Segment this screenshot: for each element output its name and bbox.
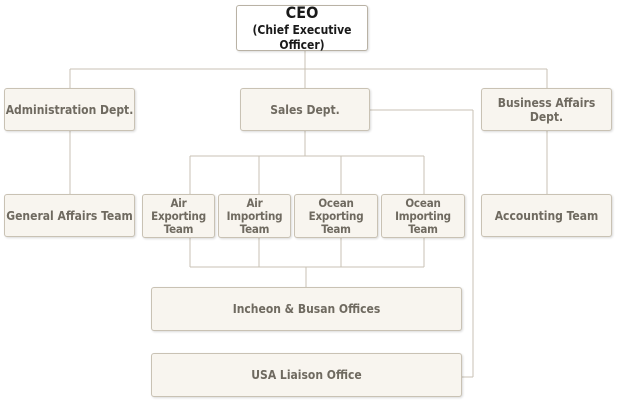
ocean-exporting-team-line2: Team bbox=[321, 221, 351, 236]
ocean-exporting-team-line1: Ocean Exporting bbox=[308, 195, 364, 223]
air-exporting-team-line2: Team bbox=[163, 221, 194, 236]
usa-liaison-office-box: USA Liaison Office bbox=[151, 353, 462, 397]
air-importing-team-box: Air Importing Team bbox=[218, 194, 291, 238]
accounting-team-box: Accounting Team bbox=[481, 194, 612, 237]
sales-dept-box: Sales Dept. bbox=[240, 88, 370, 131]
administration-dept-label: Administration Dept. bbox=[5, 102, 134, 117]
ceo-box: CEO (Chief Executive Officer) bbox=[236, 3, 368, 52]
ceo-title: CEO bbox=[285, 3, 319, 22]
general-affairs-team-box: General Affairs Team bbox=[4, 194, 135, 237]
ocean-importing-team-line2: Team bbox=[408, 221, 438, 236]
incheon-busan-offices-label: Incheon & Busan Offices bbox=[232, 302, 381, 316]
ocean-exporting-team-box: Ocean Exporting Team bbox=[294, 194, 378, 238]
usa-liaison-office-label: USA Liaison Office bbox=[251, 368, 362, 382]
administration-dept-box: Administration Dept. bbox=[4, 88, 135, 131]
air-exporting-team-line1: Air Exporting bbox=[151, 195, 206, 223]
incheon-busan-offices-box: Incheon & Busan Offices bbox=[151, 287, 462, 331]
ocean-importing-team-box: Ocean Importing Team bbox=[381, 194, 465, 238]
sales-dept-label: Sales Dept. bbox=[270, 102, 340, 117]
air-exporting-team-box: Air Exporting Team bbox=[142, 194, 215, 238]
business-affairs-dept-label: Business Affairs Dept. bbox=[497, 95, 596, 124]
air-importing-team-line1: Air Importing bbox=[226, 195, 283, 223]
ceo-subtitle: (Chief Executive Officer) bbox=[252, 23, 352, 52]
general-affairs-team-label: General Affairs Team bbox=[6, 208, 133, 223]
accounting-team-label: Accounting Team bbox=[494, 208, 599, 223]
ocean-importing-team-line1: Ocean Importing bbox=[395, 195, 451, 223]
business-affairs-dept-box: Business Affairs Dept. bbox=[481, 88, 612, 131]
air-importing-team-line2: Team bbox=[239, 221, 270, 236]
